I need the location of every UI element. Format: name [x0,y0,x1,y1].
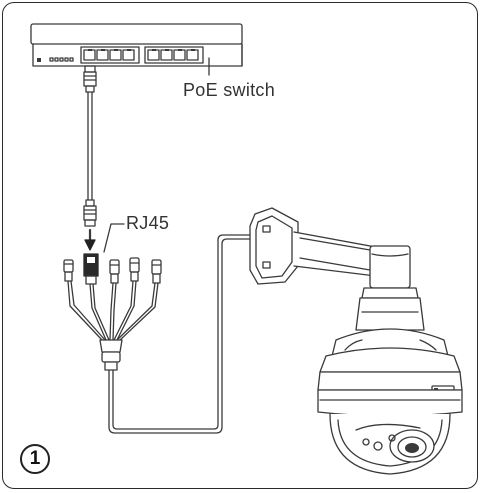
switch-ports-right [144,46,204,64]
wall-mount-bracket [249,207,425,331]
down-arrow-head [84,239,96,251]
switch-status-leds [49,57,74,62]
switch-ports-left [80,46,140,64]
poe-switch-label: PoE switch [183,80,276,100]
camera-pigtail-connectors [63,253,162,371]
poe-switch [30,23,243,76]
dome-camera [317,328,463,475]
rj45-label: RJ45 [126,213,170,233]
figure-frame [2,2,478,489]
step-number-badge: 1 [20,444,50,474]
network-cable [83,65,97,251]
camera-cable [108,234,263,434]
rj45-leader-line [103,223,125,253]
